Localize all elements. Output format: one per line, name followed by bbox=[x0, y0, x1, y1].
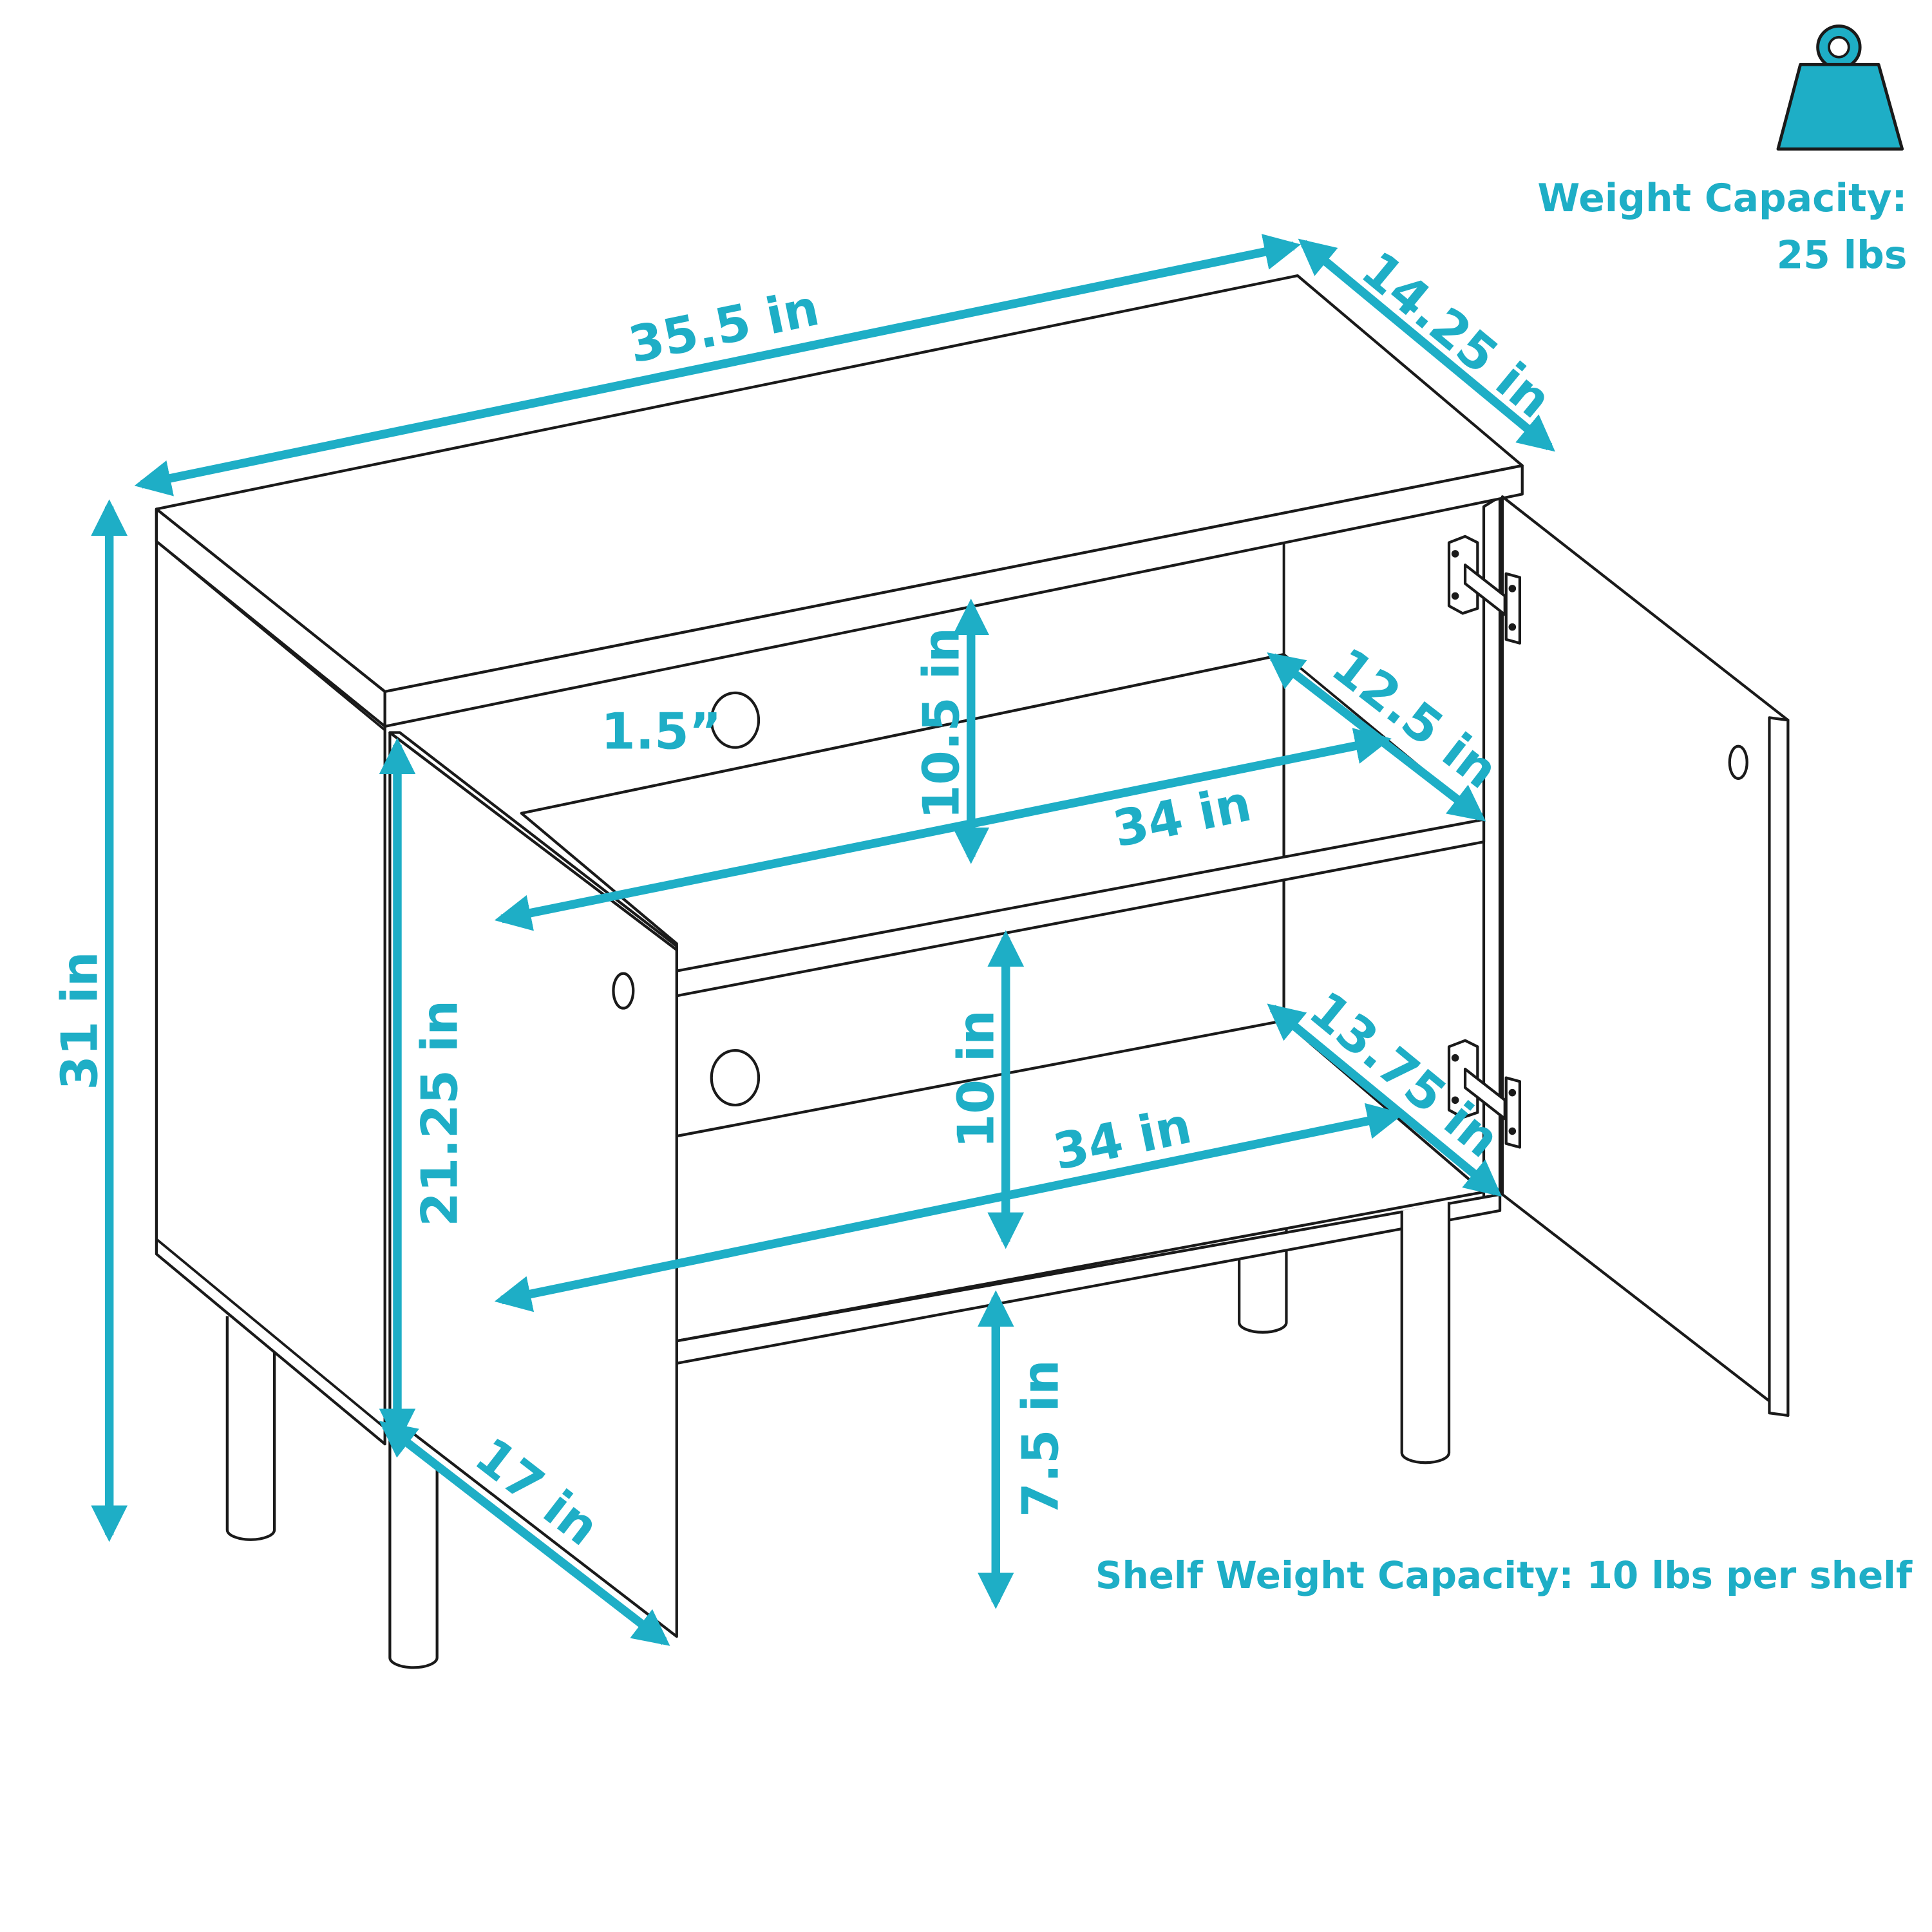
weight-capacity-value: 25 lbs bbox=[1777, 233, 1908, 278]
left-door-knob bbox=[612, 972, 635, 1010]
arrow-upper-shelf-depth bbox=[1267, 652, 1486, 822]
arrow-lower-shelf-depth bbox=[1267, 1003, 1502, 1197]
weight-capacity-title: Weight Capacity: bbox=[1537, 176, 1907, 221]
label-lower-height: 10 in bbox=[947, 1010, 1005, 1148]
dimension-arrows bbox=[91, 234, 1555, 1646]
label-upper-height: 10.5 in bbox=[913, 627, 971, 819]
cable-hole-lower bbox=[710, 1048, 761, 1107]
arrow-top-depth bbox=[1298, 238, 1555, 452]
weight-capacity-badge: Weight Capacity: 25 lbs bbox=[1537, 24, 1908, 278]
label-cable-hole: 1.5” bbox=[601, 703, 721, 761]
label-leg-height: 7.5 in bbox=[1012, 1359, 1070, 1517]
label-door-height: 21.25 in bbox=[412, 1000, 469, 1227]
hinge-upper bbox=[1447, 535, 1522, 645]
arrow-top-width bbox=[134, 234, 1302, 497]
arrow-upper-shelf-width bbox=[494, 728, 1392, 931]
shelf-weight-capacity: Shelf Weight Capacity: 10 lbs per shelf bbox=[1095, 1553, 1913, 1597]
right-door-knob bbox=[1728, 744, 1748, 780]
arrow-lower-shelf-width bbox=[494, 1103, 1405, 1312]
label-total-height: 31 in bbox=[51, 951, 109, 1090]
arrow-door-width bbox=[379, 1421, 670, 1646]
right-door bbox=[1501, 495, 1790, 1417]
weight-icon bbox=[1776, 24, 1904, 151]
